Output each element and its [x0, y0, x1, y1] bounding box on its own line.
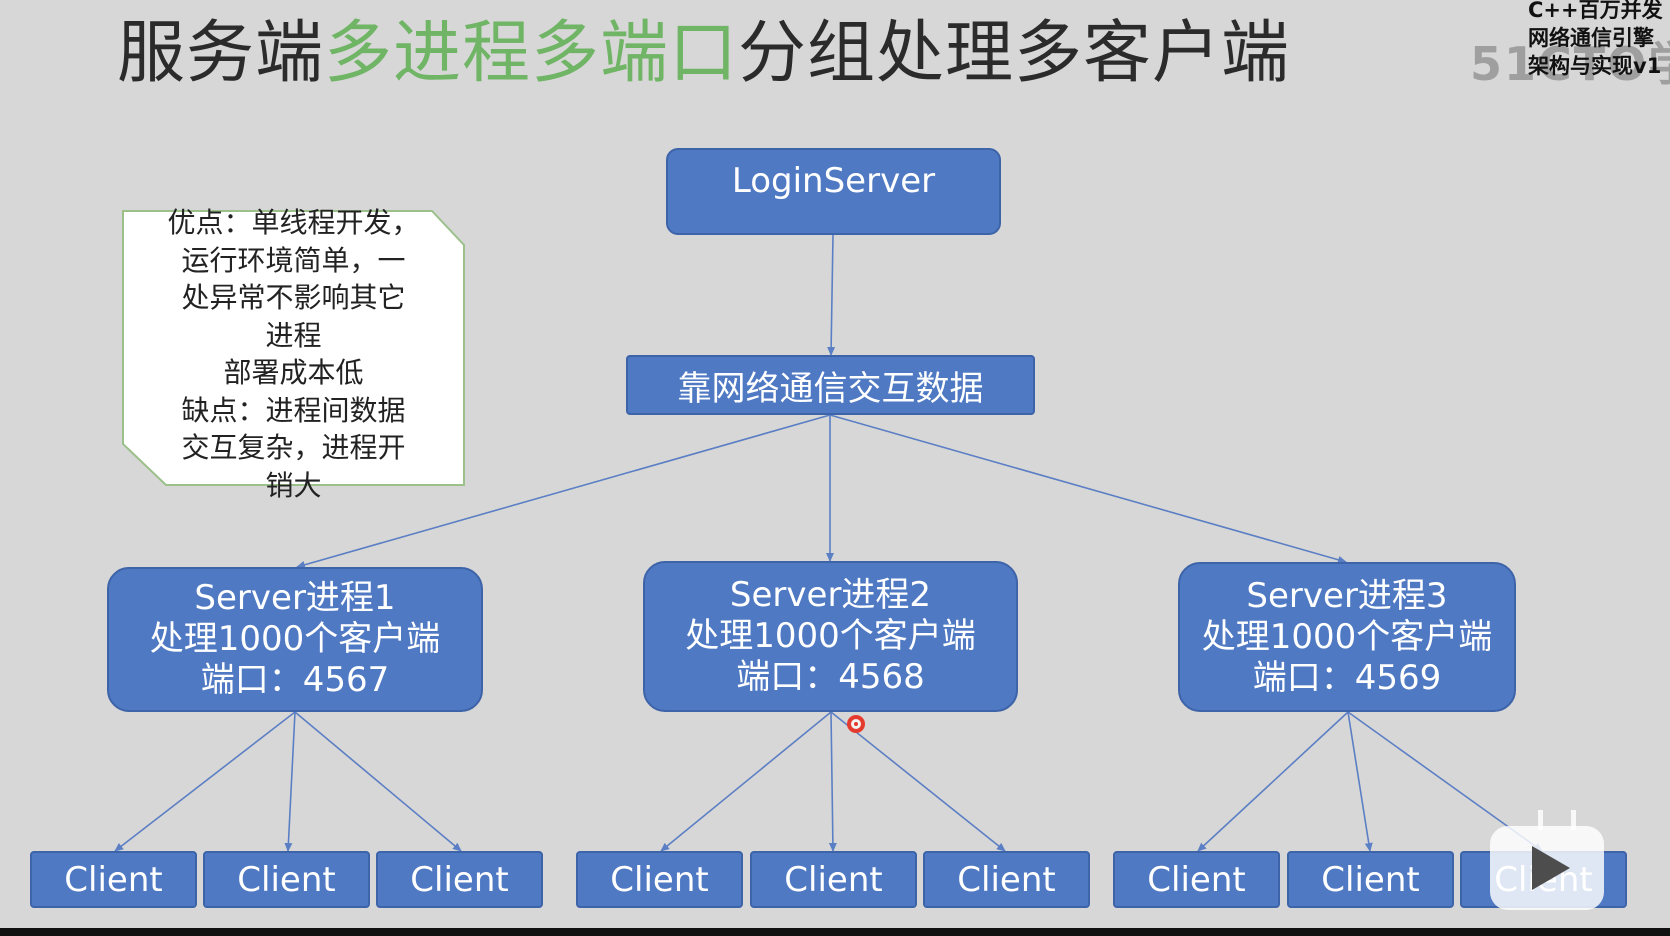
watermark-logo: 51CTO学院 [1470, 37, 1670, 91]
server-node-2: Server进程2 处理1000个客户端 端口：4568 [643, 561, 1018, 712]
client-label: Client [410, 859, 509, 900]
edge-s1-c3 [294, 711, 462, 852]
client-node: Client [923, 851, 1090, 908]
edge-net-server1 [296, 414, 831, 569]
course-brand: C++百万并发 网络通信引擎 架构与实现v1 [1528, 0, 1670, 80]
note-line: 交互复杂，进程开 [181, 431, 406, 464]
client-node: Client [376, 851, 543, 908]
note-line: 运行环境简单，一 [181, 243, 406, 277]
note-line: 处异常不影响其它 [181, 281, 406, 314]
note-line: 销大 [265, 468, 322, 502]
edge-s1-c1 [114, 711, 296, 852]
edge-s2-c2 [828, 711, 837, 852]
client-label: Client [784, 859, 883, 900]
note-line: 进程 [265, 318, 322, 352]
client-node: Client [750, 851, 917, 908]
note-line: 缺点：进程间数据 [181, 393, 406, 427]
play-icon [1532, 846, 1570, 890]
server-desc: 处理1000个客户端 [1201, 616, 1493, 657]
edge-s2-c3 [830, 711, 1006, 852]
client-node: Client [30, 851, 197, 908]
edge-s3-c1 [1197, 711, 1349, 852]
note-shape [122, 210, 465, 486]
brand-line: C++百万并发 [1528, 0, 1663, 22]
title-accent: 多进程多端口 [324, 14, 739, 93]
slide-title: 服务端多进程多端口分组处理多客户端 [117, 14, 1290, 94]
play-button[interactable] [1490, 826, 1604, 910]
title-prefix: 服务端 [117, 14, 325, 93]
bottom-bar [0, 928, 1670, 936]
client-label: Client [1147, 859, 1246, 900]
server-node-3: Server进程3 处理1000个客户端 端口：4569 [1178, 562, 1516, 712]
client-label: Client [957, 859, 1056, 900]
pros-cons-note: 优点：单线程开发， 运行环境简单，一 处异常不影响其它 进程 部署成本低 缺点：… [122, 206, 465, 502]
brand-line: 架构与实现v1 [1528, 54, 1662, 78]
edge-net-server3 [829, 414, 1347, 564]
note-text: 优点：单线程开发， 运行环境简单，一 处异常不影响其它 进程 部署成本低 缺点：… [132, 204, 455, 504]
client-node: Client [1113, 851, 1280, 908]
edge-login-net [827, 234, 836, 356]
server-port: 端口：4568 [736, 657, 925, 697]
server-name: Server进程2 [729, 575, 932, 615]
network-label: 靠网络通信交互数据 [677, 368, 984, 409]
server-name: Server进程3 [1246, 575, 1448, 616]
brand-line: 网络通信引擎 [1528, 26, 1654, 50]
edge-s2-c1 [660, 711, 832, 852]
client-label: Client [64, 859, 163, 900]
client-node: Client [576, 851, 743, 908]
server-name: Server进程1 [194, 578, 396, 618]
client-label: Client [610, 859, 709, 900]
client-node: Client [203, 851, 370, 908]
login-server-label: LoginServer [731, 160, 936, 201]
client-label: Client [1321, 859, 1420, 900]
client-node: Client [1287, 851, 1454, 908]
network-node: 靠网络通信交互数据 [626, 355, 1035, 415]
edge-s1-c2 [284, 711, 296, 852]
server-desc: 处理1000个客户端 [685, 616, 976, 656]
server-desc: 处理1000个客户端 [149, 619, 441, 659]
note-line: 部署成本低 [223, 356, 364, 389]
edge-s3-c2 [1347, 711, 1373, 852]
server-port: 端口：4569 [1252, 657, 1442, 698]
title-suffix: 分组处理多客户端 [738, 14, 1291, 93]
server-node-1: Server进程1 处理1000个客户端 端口：4567 [107, 567, 483, 712]
client-label: Client [237, 859, 336, 900]
cursor-icon [847, 715, 865, 733]
note-line: 优点：单线程开发， [167, 206, 420, 239]
server-port: 端口：4567 [200, 660, 390, 700]
login-server-node: LoginServer [666, 148, 1001, 235]
